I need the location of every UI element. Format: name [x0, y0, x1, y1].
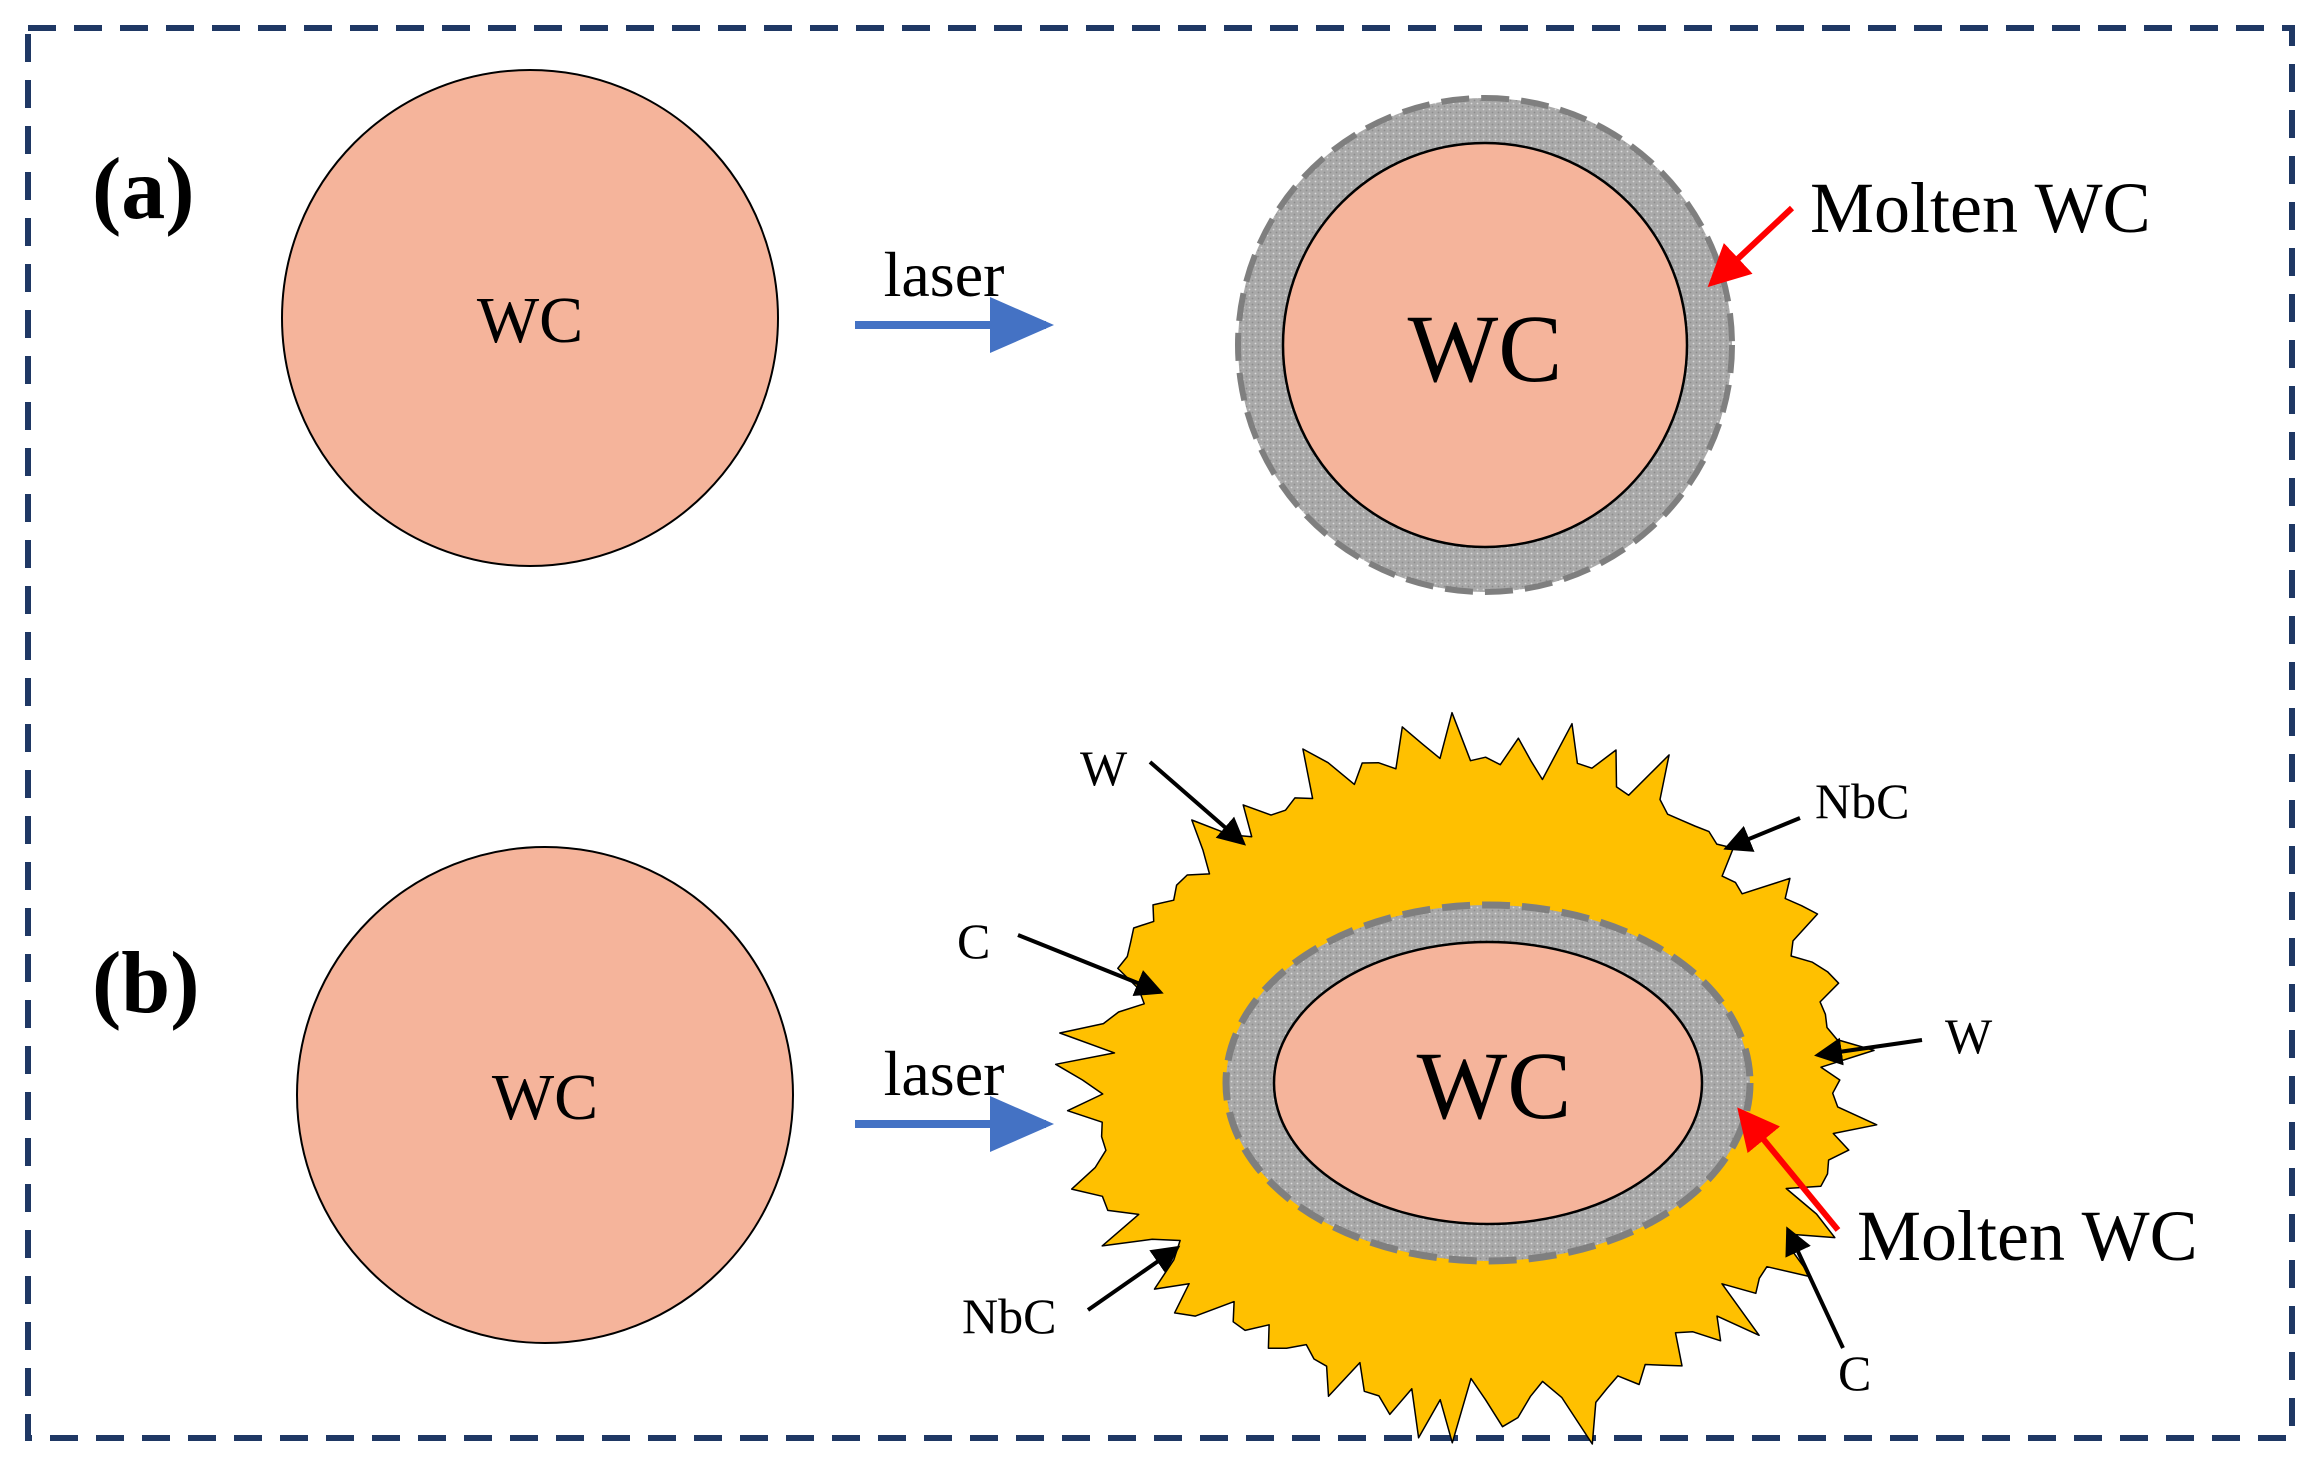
panel-a-label: (a): [92, 141, 195, 238]
panel-a: (a) WC laser WC Molten WC: [92, 69, 2151, 595]
phase-arrow-nbc-bottom: [1086, 1245, 1181, 1312]
wc-particle-initial-b-label: WC: [492, 1061, 598, 1134]
wc-particle-initial-b: [296, 846, 794, 1344]
phase-label-nbc-top: NbC: [1815, 773, 1909, 829]
panel-b-label: (b): [92, 935, 200, 1032]
molten-callout-arrow-a: [1707, 205, 1795, 288]
phase-label-nbc-bottom: NbC: [962, 1288, 1056, 1344]
phase-label-w-top: W: [1080, 740, 1128, 796]
phase-label-c-left: C: [957, 913, 990, 969]
wc-core-a-label: WC: [1408, 295, 1563, 402]
phase-arrow-nbc-top: [1723, 816, 1801, 852]
wc-particle-initial-a-label: WC: [477, 284, 583, 357]
wc-core-b: [1272, 940, 1704, 1226]
laser-label-a: laser: [884, 239, 1005, 310]
laser-label-b: laser: [884, 1038, 1005, 1109]
phase-arrow-c-left: [1017, 933, 1164, 997]
phase-arrow-c-bottom: [1785, 1226, 1845, 1349]
wc-particle-initial-a: [281, 69, 779, 567]
phase-arrow-w-top: [1148, 760, 1247, 846]
phase-arrow-w-right: [1814, 1037, 1923, 1066]
wc-core-a: [1281, 141, 1689, 549]
panel-b: (b) WC laser WC Molten WC W NbC C W NbC …: [92, 711, 2198, 1445]
phase-label-w-right: W: [1945, 1008, 1993, 1064]
molten-callout-arrow-b: [1737, 1107, 1841, 1232]
wc-core-b-label: WC: [1417, 1032, 1572, 1139]
molten-callout-b: Molten WC: [1857, 1196, 2198, 1276]
phase-label-c-bottom: C: [1838, 1345, 1871, 1401]
figure-frame: [25, 25, 2295, 1441]
molten-callout-a: Molten WC: [1810, 168, 2151, 248]
